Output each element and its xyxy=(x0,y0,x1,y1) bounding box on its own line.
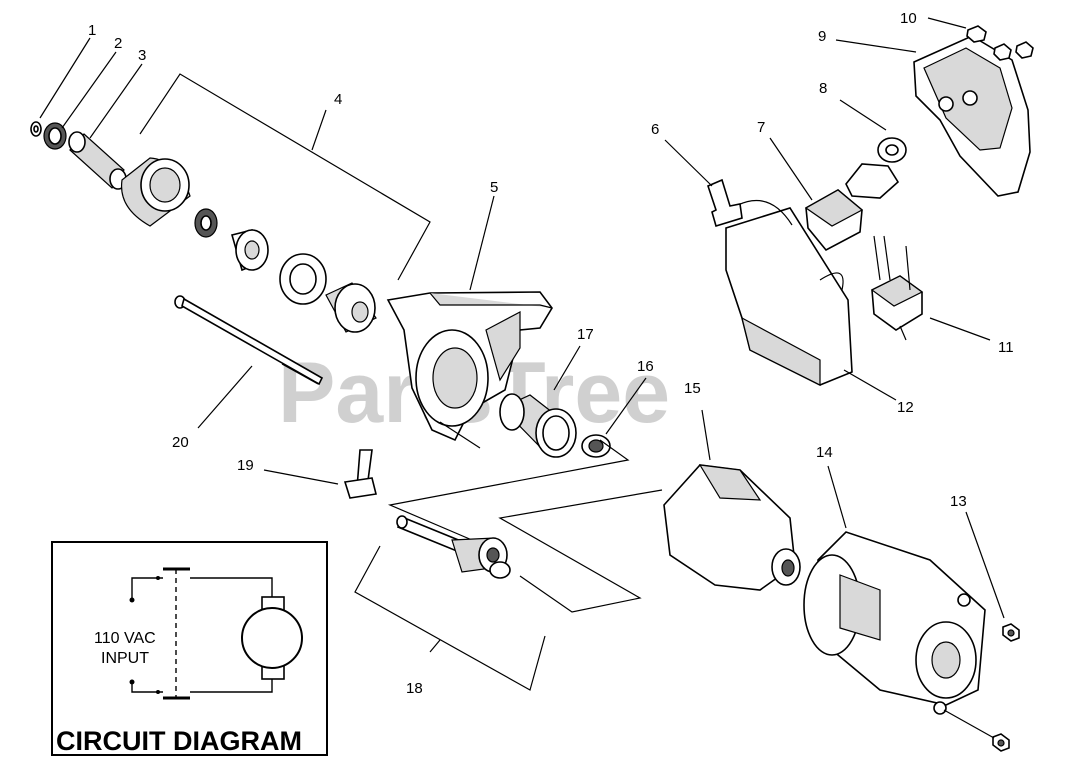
callout-20: 20 xyxy=(172,434,189,451)
callout-2: 2 xyxy=(114,35,122,52)
callout-9: 9 xyxy=(818,28,826,45)
part-11-rectifier[interactable] xyxy=(870,235,924,341)
callout-19: 19 xyxy=(237,457,254,474)
part-18-armature-shaft[interactable] xyxy=(396,515,511,579)
callout-16: 16 xyxy=(637,358,654,375)
callout-10: 10 xyxy=(900,10,917,27)
callout-5: 5 xyxy=(490,179,498,196)
part-13-nut[interactable] xyxy=(992,623,1020,752)
part-20-through-bolt[interactable] xyxy=(174,295,324,386)
leader-lines xyxy=(39,17,1005,739)
callout-13: 13 xyxy=(950,493,967,510)
part-12-switch-housing[interactable] xyxy=(725,199,853,386)
part-4-drive-assembly[interactable] xyxy=(120,157,377,333)
callout-1: 1 xyxy=(88,22,96,39)
circuit-diagram-title: CIRCUIT DIAGRAM xyxy=(56,726,302,756)
callout-14: 14 xyxy=(816,444,833,461)
part-16-bushing[interactable] xyxy=(581,434,611,458)
circuit-input-line2: INPUT xyxy=(101,650,149,667)
callout-4: 4 xyxy=(334,91,342,108)
part-10-screw[interactable] xyxy=(966,25,1034,61)
part-5-drive-end-bracket[interactable] xyxy=(386,291,553,449)
part-3-spring[interactable] xyxy=(68,131,127,190)
part-7-switch[interactable] xyxy=(804,189,864,252)
part-19-screw[interactable] xyxy=(343,449,377,499)
motor-symbol xyxy=(241,607,303,669)
part-6-terminal[interactable] xyxy=(707,178,743,228)
callout-18: 18 xyxy=(406,680,423,697)
circuit-input-line1: 110 VAC xyxy=(94,630,156,647)
part-15-gear-housing[interactable] xyxy=(663,464,801,591)
callout-7: 7 xyxy=(757,119,765,136)
part-1-retaining-ring[interactable] xyxy=(30,121,42,137)
callout-11: 11 xyxy=(998,339,1014,356)
callout-6: 6 xyxy=(651,121,659,138)
callout-12: 12 xyxy=(897,399,914,416)
part-9-cover[interactable] xyxy=(913,35,1031,197)
part-14-motor-housing[interactable] xyxy=(803,531,986,715)
callout-8: 8 xyxy=(819,80,827,97)
callout-15: 15 xyxy=(684,380,701,397)
part-17-sleeve[interactable] xyxy=(499,393,577,458)
callout-3: 3 xyxy=(138,47,146,64)
circuit-diagram: 110 VAC INPUT CIRCUIT DIAGRAM xyxy=(51,541,328,756)
callout-17: 17 xyxy=(577,326,594,343)
part-2-washer[interactable] xyxy=(43,122,67,150)
part-8-plug[interactable] xyxy=(845,137,907,199)
